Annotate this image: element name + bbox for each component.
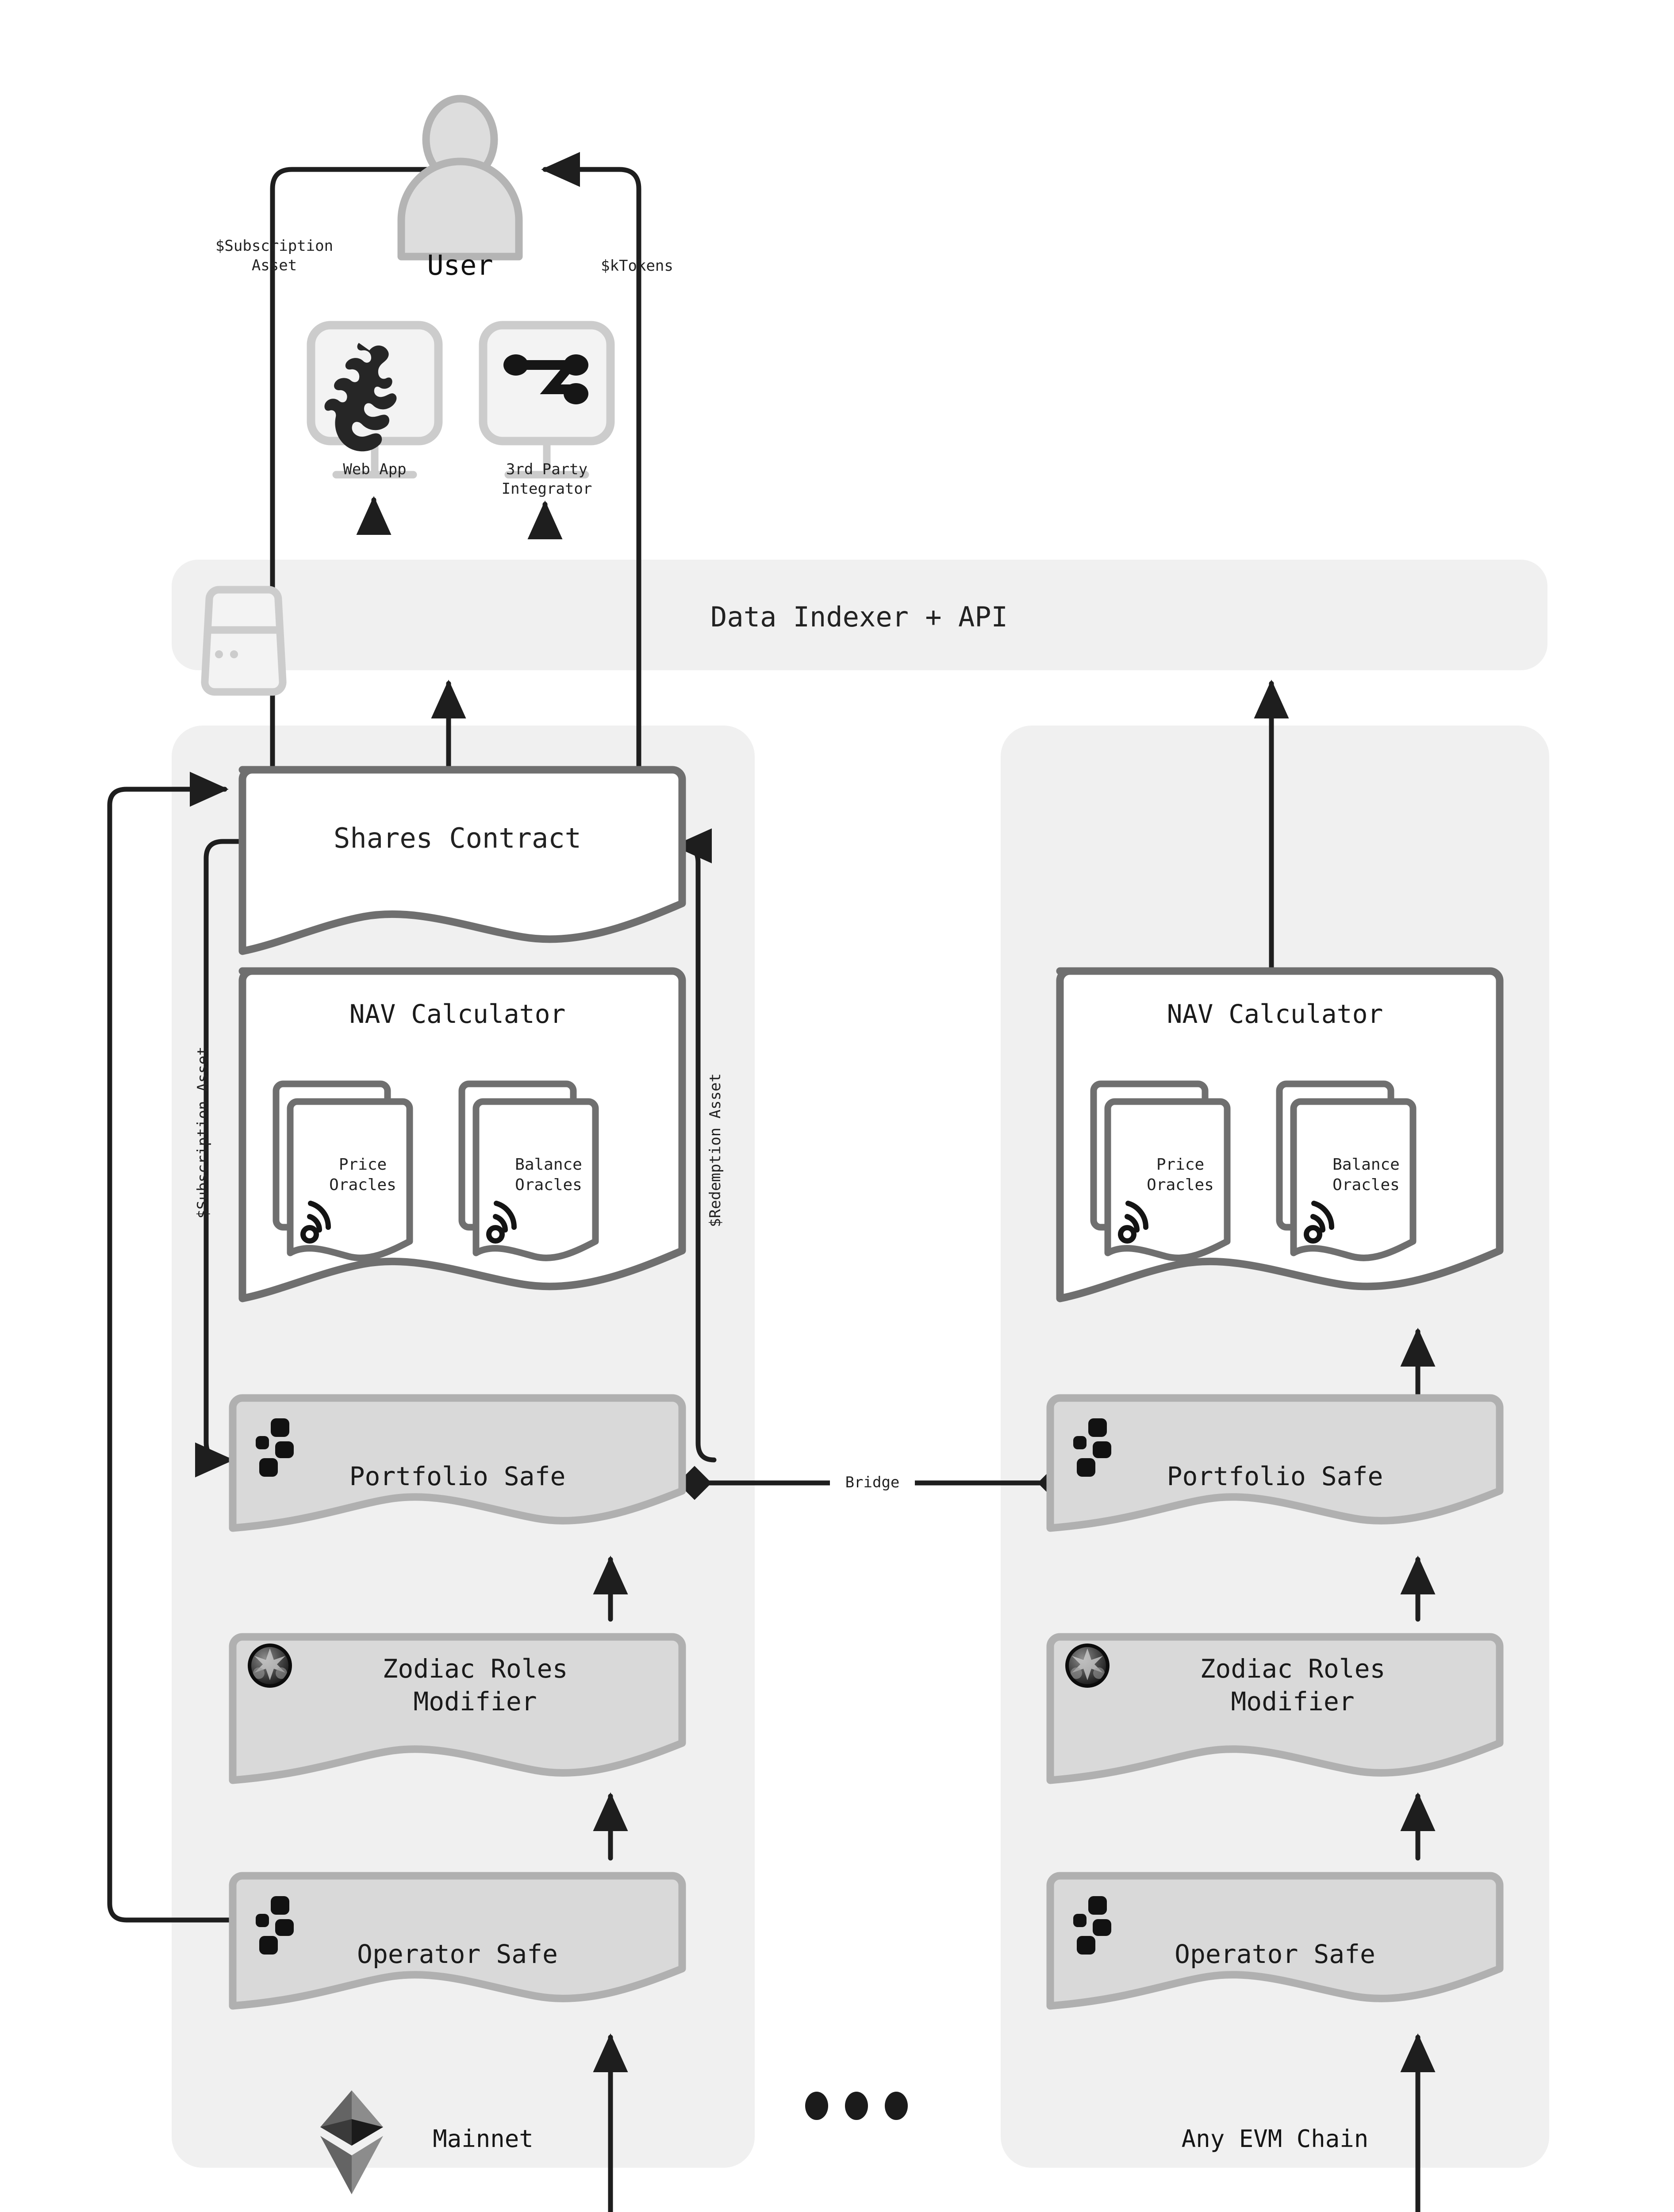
client-label-web-app: Web App <box>343 461 407 478</box>
connector-layer <box>107 152 1436 2212</box>
avatar <box>397 95 523 261</box>
nav-calculator-label-evm: NAV Calculator <box>1167 999 1383 1029</box>
broadcast-icon <box>486 1201 517 1244</box>
conn-operator-to-shares <box>107 772 242 1923</box>
card-zodiac-modifier-evm[interactable] <box>1046 1633 1504 1784</box>
conn-user-to-shares <box>270 167 467 772</box>
oracle-label-balance-mainnet: Balance Oracles <box>515 1156 582 1194</box>
card-portfolio-safe-evm[interactable] <box>1046 1394 1504 1532</box>
client-label-integrator: 3rd Party Integrator <box>501 461 592 498</box>
flow-label-ktokens: $kTokens <box>601 257 673 275</box>
oracle-stack-price-evm[interactable] <box>1090 1080 1231 1261</box>
oracle-label-price-evm: Price Oracles <box>1147 1156 1214 1194</box>
card-portfolio-safe-mainnet[interactable] <box>229 1394 686 1532</box>
conn-redemption-asset <box>673 828 717 1463</box>
zodiac-modifier-label-evm: Zodiac Roles Modifier <box>1200 1654 1386 1717</box>
flow-label-subscription-asset: $Subscription Asset <box>194 1046 212 1219</box>
card-shares-contract[interactable] <box>238 766 686 955</box>
safe-logo-icon <box>256 1896 294 1955</box>
web-app-monitor[interactable] <box>307 321 443 479</box>
indexer-title: Data Indexer + API <box>710 601 1008 633</box>
oracle-stack-balance-evm[interactable] <box>1276 1080 1417 1261</box>
broadcast-icon <box>1304 1201 1335 1244</box>
shares-contract-label: Shares Contract <box>334 822 581 854</box>
safe-logo-icon <box>1073 1896 1111 1955</box>
nav-calculator-label-mainnet: NAV Calculator <box>349 999 566 1029</box>
portfolio-safe-label-evm: Portfolio Safe <box>1167 1461 1383 1491</box>
safe-logo-icon <box>1073 1418 1111 1477</box>
ethereum-logo-icon <box>320 2090 383 2194</box>
database-server-icon <box>201 586 287 696</box>
card-operator-safe-evm[interactable] <box>1046 1872 1504 2010</box>
card-operator-safe-mainnet[interactable] <box>229 1872 686 2010</box>
oracle-stack-balance-mainnet[interactable] <box>458 1080 599 1261</box>
zodiac-logo-icon <box>248 1644 292 1688</box>
chain-name-any-evm: Any EVM Chain <box>1181 2125 1369 2153</box>
panel-indexer <box>172 560 1547 670</box>
chain-name-mainnet: Mainnet <box>433 2125 534 2153</box>
broadcast-icon <box>1118 1201 1149 1244</box>
portfolio-safe-label-mainnet: Portfolio Safe <box>349 1461 566 1491</box>
integrator-monitor[interactable] <box>479 321 615 479</box>
oracle-stack-price-mainnet[interactable] <box>273 1080 413 1261</box>
bridge-label: Bridge <box>845 1474 900 1491</box>
operator-safe-label-mainnet: Operator Safe <box>357 1939 558 1969</box>
oracle-label-balance-evm: Balance Oracles <box>1332 1156 1400 1194</box>
card-zodiac-modifier-mainnet[interactable] <box>229 1633 686 1784</box>
oracle-label-price-mainnet: Price Oracles <box>329 1156 396 1194</box>
bridge-label-bg <box>830 1464 915 1502</box>
page-title: User <box>427 249 493 281</box>
zodiac-modifier-label-mainnet: Zodiac Roles Modifier <box>382 1654 568 1717</box>
operator-safe-label-evm: Operator Safe <box>1175 1939 1375 1969</box>
conn-subscription-asset <box>195 856 234 1478</box>
conn-shares-to-user-ktokens <box>541 152 641 772</box>
more-chains-ellipsis <box>805 2092 908 2120</box>
safe-logo-icon <box>256 1418 294 1477</box>
network-share-icon <box>503 354 588 404</box>
flow-label-redemption-asset: $Redemption Asset <box>706 1073 724 1227</box>
conn-subscription-asset-top <box>203 839 247 861</box>
flow-label-subscription-top: $Subscription Asset <box>215 237 334 274</box>
app-logo-icon <box>324 343 397 452</box>
broadcast-icon <box>300 1201 331 1244</box>
zodiac-logo-icon <box>1065 1644 1110 1688</box>
